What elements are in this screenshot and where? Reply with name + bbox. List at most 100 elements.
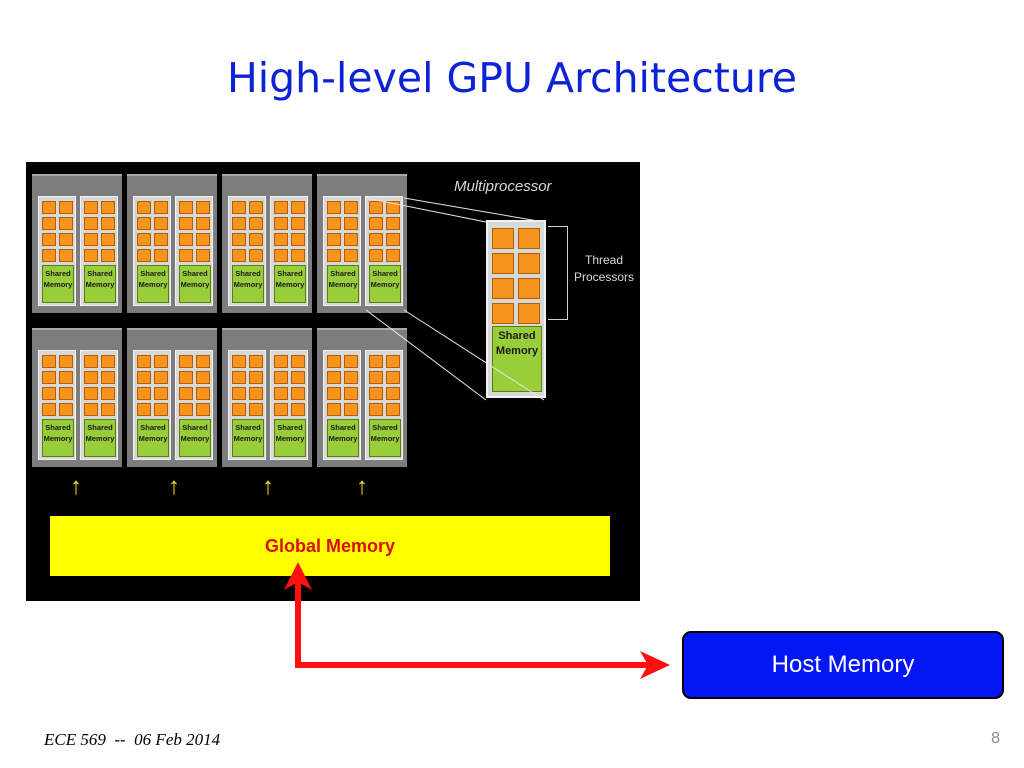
thread-processor bbox=[386, 233, 400, 246]
thread-processors bbox=[84, 355, 116, 416]
thread-processor bbox=[196, 387, 210, 400]
thread-processor bbox=[274, 201, 288, 214]
thread-processor bbox=[291, 355, 305, 368]
thread-processor bbox=[42, 217, 56, 230]
thread-processor bbox=[84, 387, 98, 400]
thread-processor bbox=[84, 217, 98, 230]
thread-processor bbox=[59, 217, 73, 230]
thread-processor bbox=[101, 355, 115, 368]
thread-processors bbox=[137, 201, 169, 262]
thread-processor bbox=[84, 249, 98, 262]
thread-processor bbox=[42, 355, 56, 368]
thread-processor bbox=[344, 233, 358, 246]
thread-processor bbox=[249, 201, 263, 214]
shared-memory: Shared Memory bbox=[42, 419, 74, 457]
thread-processor bbox=[344, 217, 358, 230]
thread-processor-group: Shared Memory bbox=[175, 196, 213, 306]
thread-processor bbox=[101, 233, 115, 246]
thread-processor bbox=[59, 249, 73, 262]
thread-processor bbox=[327, 403, 341, 416]
thread-processor bbox=[59, 371, 73, 384]
thread-processor bbox=[137, 233, 151, 246]
thread-processor bbox=[274, 371, 288, 384]
thread-processor bbox=[386, 355, 400, 368]
shared-memory: Shared Memory bbox=[179, 419, 211, 457]
thread-processor bbox=[386, 387, 400, 400]
thread-processor bbox=[84, 403, 98, 416]
zoomed-multiprocessor-group: Shared Memory bbox=[486, 220, 546, 398]
page-number: 8 bbox=[991, 730, 1000, 747]
thread-processor bbox=[249, 355, 263, 368]
zoomed-thread-processor bbox=[492, 253, 514, 274]
shared-memory: Shared Memory bbox=[84, 265, 116, 303]
zoomed-thread-processor bbox=[518, 278, 540, 299]
zoomed-thread-processor bbox=[492, 278, 514, 299]
thread-processors bbox=[369, 201, 401, 262]
thread-processor bbox=[42, 371, 56, 384]
thread-processor bbox=[84, 371, 98, 384]
thread-processor bbox=[274, 387, 288, 400]
thread-processor bbox=[179, 387, 193, 400]
thread-processors bbox=[232, 201, 264, 262]
thread-processor bbox=[327, 371, 341, 384]
thread-processor bbox=[369, 233, 383, 246]
thread-processor-group: Shared Memory bbox=[365, 196, 403, 306]
thread-processor bbox=[327, 217, 341, 230]
thread-processor bbox=[42, 403, 56, 416]
thread-processor bbox=[84, 355, 98, 368]
thread-processor bbox=[249, 233, 263, 246]
thread-processor bbox=[179, 355, 193, 368]
thread-processor bbox=[232, 403, 246, 416]
up-arrow-icon: ↑ bbox=[356, 473, 368, 500]
thread-processors bbox=[84, 201, 116, 262]
multiprocessor: Shared Memory Shared Memory bbox=[32, 174, 122, 313]
thread-processors bbox=[274, 201, 306, 262]
zoomed-thread-processor bbox=[518, 228, 540, 249]
thread-processor bbox=[42, 387, 56, 400]
zoomed-thread-processor bbox=[518, 253, 540, 274]
thread-processor bbox=[369, 217, 383, 230]
memory-link-arrowhead-right bbox=[640, 651, 670, 679]
shared-memory: Shared Memory bbox=[369, 419, 401, 457]
thread-processor bbox=[369, 403, 383, 416]
thread-processor bbox=[274, 249, 288, 262]
thread-processors bbox=[137, 355, 169, 416]
shared-memory: Shared Memory bbox=[42, 265, 74, 303]
thread-processor-group: Shared Memory bbox=[133, 196, 171, 306]
thread-processor bbox=[154, 217, 168, 230]
thread-processor bbox=[232, 355, 246, 368]
thread-processor bbox=[369, 201, 383, 214]
thread-processor bbox=[179, 217, 193, 230]
thread-processor bbox=[232, 387, 246, 400]
host-memory-box: Host Memory bbox=[682, 631, 1004, 699]
thread-processor bbox=[327, 233, 341, 246]
thread-processor bbox=[154, 233, 168, 246]
up-arrow-icon: ↑ bbox=[168, 473, 180, 500]
shared-memory: Shared Memory bbox=[327, 419, 359, 457]
slide-title: High-level GPU Architecture bbox=[226, 54, 798, 102]
thread-processor bbox=[327, 249, 341, 262]
thread-processors bbox=[327, 201, 359, 262]
thread-processors bbox=[179, 355, 211, 416]
global-memory-box: Global Memory bbox=[50, 516, 610, 576]
up-arrow-icon: ↑ bbox=[70, 473, 82, 500]
thread-processor bbox=[327, 201, 341, 214]
thread-processor bbox=[84, 201, 98, 214]
thread-processor bbox=[154, 355, 168, 368]
thread-processor bbox=[274, 217, 288, 230]
thread-processor bbox=[327, 387, 341, 400]
thread-processor bbox=[274, 233, 288, 246]
thread-processor bbox=[137, 201, 151, 214]
thread-processors bbox=[369, 355, 401, 416]
thread-processor bbox=[101, 387, 115, 400]
thread-processor-group: Shared Memory bbox=[38, 196, 76, 306]
thread-processors bbox=[179, 201, 211, 262]
thread-processor bbox=[59, 355, 73, 368]
thread-processor bbox=[249, 217, 263, 230]
thread-processor bbox=[137, 355, 151, 368]
thread-processor bbox=[137, 387, 151, 400]
